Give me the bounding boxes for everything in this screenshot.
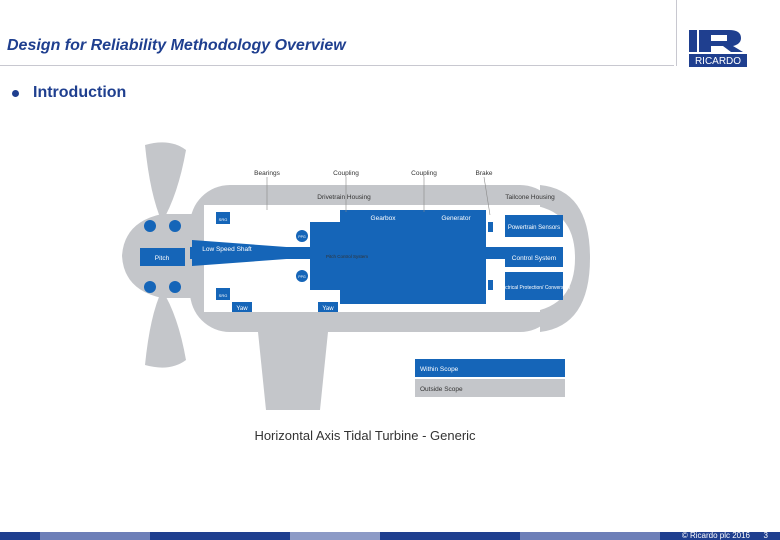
pitch-box <box>140 248 185 266</box>
label-coupling-1: Coupling <box>333 170 359 177</box>
label-bearings: Bearings <box>254 170 280 177</box>
gearbox <box>340 210 426 304</box>
label-brake: Brake <box>476 170 493 177</box>
header-rule <box>0 65 674 66</box>
footer-segment <box>290 532 380 540</box>
label-ppg-2: PPG <box>298 275 306 279</box>
label-srg-1: SRG <box>219 217 228 222</box>
lower-blade <box>145 290 186 368</box>
label-ppg-1: PPG <box>298 235 306 239</box>
label-pitch-control: Pitch Control System <box>326 254 368 259</box>
legend-outside-scope: Outside Scope <box>420 386 463 393</box>
label-pitch: Pitch <box>155 255 170 262</box>
svg-text:RICARDO: RICARDO <box>695 56 741 67</box>
label-generator: Generator <box>441 215 471 222</box>
footer-bar <box>0 532 780 540</box>
generator <box>426 210 486 304</box>
page-title: Design for Reliability Methodology Overv… <box>7 37 346 54</box>
footer-segment <box>40 532 150 540</box>
powertrain-sensors-box <box>505 215 563 237</box>
label-tailcone-housing: Tailcone Housing <box>505 194 555 201</box>
legend-within-scope: Within Scope <box>420 366 459 373</box>
yaw-box-1 <box>232 302 252 312</box>
diagram-caption: Horizontal Axis Tidal Turbine - Generic <box>254 428 476 443</box>
legend-within-scope-swatch <box>415 359 565 377</box>
label-electrical: Electrical Protection/ Conversion <box>498 285 570 291</box>
upper-blade <box>145 142 186 222</box>
copyright-text: © Ricardo plc 2016 <box>681 531 750 540</box>
legend-outside-scope-swatch <box>415 379 565 397</box>
label-yaw-1: Yaw <box>236 306 248 312</box>
label-coupling-2: Coupling <box>411 170 437 177</box>
ricardo-logo: RICARDO <box>689 30 747 67</box>
label-low-speed-shaft: Low Speed Shaft <box>202 246 252 253</box>
control-system-box <box>505 247 563 267</box>
electrical-box <box>505 272 563 300</box>
yaw-box-2 <box>318 302 338 312</box>
header-divider <box>676 0 677 66</box>
label-control-system: Control System <box>512 255 556 262</box>
label-srg-2: SRG <box>219 293 228 298</box>
turbine-diagram: Bearings Coupling Coupling Brake Drivetr… <box>122 142 590 410</box>
label-drivetrain-housing: Drivetrain Housing <box>317 194 371 201</box>
label-powertrain-sensors: Powertrain Sensors <box>508 225 560 231</box>
label-yaw-2: Yaw <box>322 306 334 312</box>
footer-segment <box>520 532 660 540</box>
bullet-text: Introduction <box>33 84 127 101</box>
label-gearbox: Gearbox <box>371 215 397 222</box>
support-pylon <box>258 332 328 410</box>
bullet-dot <box>12 90 19 97</box>
page-number: 3 <box>763 531 768 540</box>
